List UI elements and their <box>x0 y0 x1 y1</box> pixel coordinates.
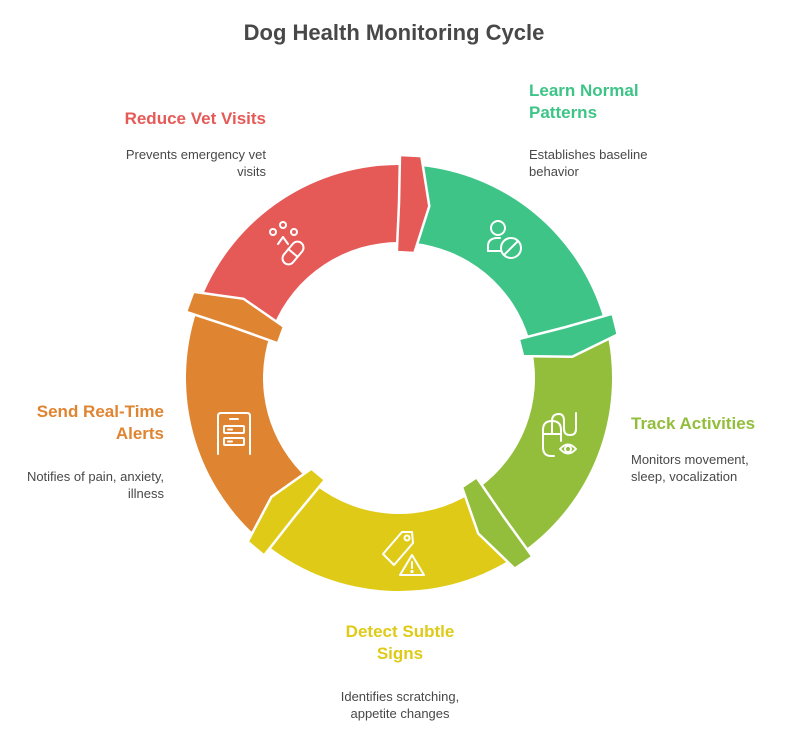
description-line: Notifies of pain, anxiety, <box>26 469 164 484</box>
label-line: Reduce Vet Visits <box>124 109 266 128</box>
step-send-real-time-alerts-title: Send Real-Time Alerts <box>0 401 164 445</box>
user-blocked-icon <box>487 220 522 259</box>
connector-tab-send-real-time-alerts <box>184 290 286 345</box>
description-line: Prevents emergency vet <box>125 147 266 162</box>
step-detect-subtle-signs-description: Identifies scratching, appetite changes <box>300 688 500 722</box>
step-track-activities-title: Track Activities <box>631 413 755 435</box>
segment-send-real-time-alerts <box>186 312 308 537</box>
description-line: Establishes baseline <box>529 147 648 162</box>
description-line: Monitors movement, <box>631 452 749 467</box>
description-line: illness <box>127 486 164 501</box>
label-line: Alerts <box>115 424 164 443</box>
mouse-eye-icon <box>542 412 577 457</box>
paw-pill-icon <box>269 221 305 266</box>
label-line: Detect Subtle <box>345 622 455 641</box>
step-reduce-vet-visits-title: Reduce Vet Visits <box>60 108 266 130</box>
step-learn-normal-patterns-title: Learn Normal Patterns <box>529 80 639 124</box>
segment-learn-normal-patterns <box>410 165 604 341</box>
label-line: Signs <box>376 644 424 663</box>
description-line: appetite changes <box>350 706 450 721</box>
label-line: Patterns <box>529 103 598 122</box>
step-reduce-vet-visits-description: Prevents emergency vet visits <box>60 146 266 180</box>
connector-tab-detect-subtle-signs <box>246 467 327 558</box>
description-line: sleep, vocalization <box>631 469 738 484</box>
step-detect-subtle-signs-title: Detect Subtle Signs <box>300 621 500 665</box>
label-line: Send Real-Time <box>36 402 164 421</box>
description-line: Identifies scratching, <box>340 689 460 704</box>
tag-warning-icon <box>382 531 425 576</box>
diagram-title: Dog Health Monitoring Cycle <box>243 20 545 45</box>
connector-tab-learn-normal-patterns <box>517 312 620 358</box>
step-send-real-time-alerts-description: Notifies of pain, anxiety, illness <box>0 468 164 502</box>
filing-cabinet-icon <box>217 412 251 455</box>
description-line: visits <box>237 164 266 179</box>
connector-tab-reduce-vet-visits <box>395 153 431 255</box>
segment-reduce-vet-visits <box>201 165 403 328</box>
step-learn-normal-patterns-description: Establishes baseline behavior <box>529 146 648 180</box>
label-line: Track Activities <box>631 414 756 433</box>
step-track-activities-description: Monitors movement, sleep, vocalization <box>631 451 749 485</box>
connector-tab-track-activities <box>460 475 535 571</box>
label-line: Learn Normal <box>529 81 639 100</box>
segment-track-activities <box>478 333 613 551</box>
description-line: behavior <box>529 164 579 179</box>
segment-detect-subtle-signs <box>267 485 512 591</box>
